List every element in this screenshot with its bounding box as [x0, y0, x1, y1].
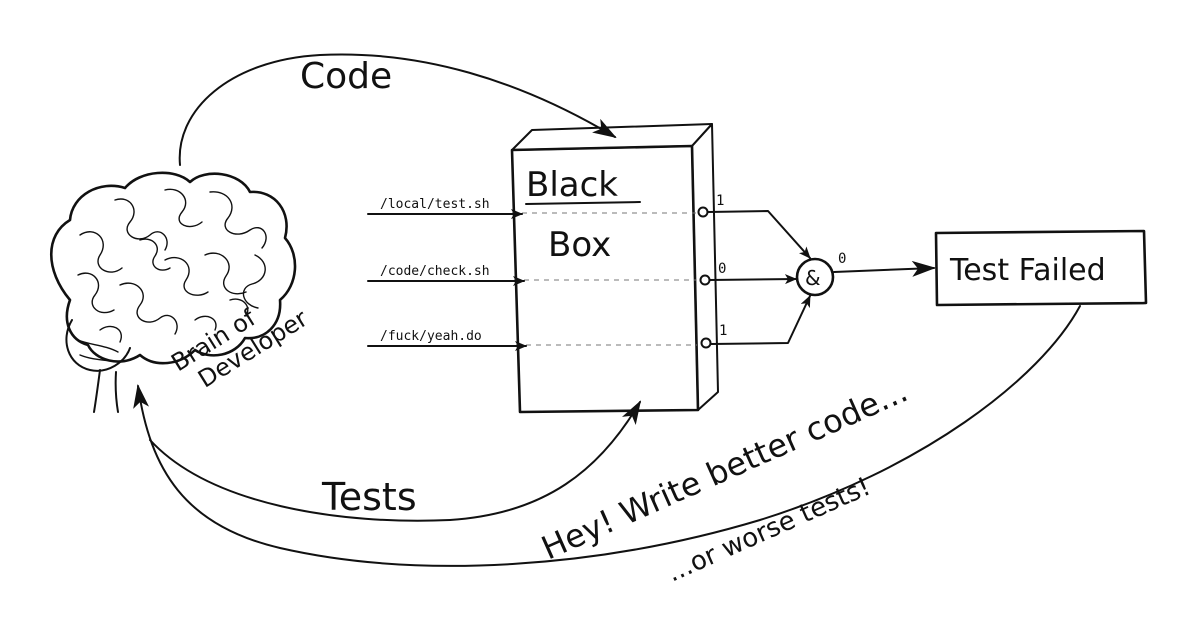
gate-output-arrow	[833, 260, 936, 277]
and-gate-symbol: &	[805, 266, 821, 290]
input-3: /fuck/yeah.do	[367, 329, 527, 351]
box-label-black: Black	[526, 165, 618, 205]
input-2: /code/check.sh	[367, 264, 525, 286]
box-label-underline	[525, 201, 641, 205]
box-label-box: Box	[548, 225, 611, 265]
input-path-label: /fuck/yeah.do	[380, 329, 482, 344]
input-path-label: /code/check.sh	[380, 264, 490, 279]
output-bit: 0	[718, 261, 726, 277]
output-3: 1	[700, 295, 811, 349]
tests-label: Tests	[321, 475, 417, 519]
gate-output-bit: 0	[838, 251, 846, 267]
test-failed-box: Test Failed	[934, 229, 1148, 307]
tests-arrow	[149, 400, 642, 522]
code-label: Code	[300, 56, 392, 97]
code-arrow	[178, 53, 617, 166]
black-box	[510, 123, 719, 414]
and-gate: &	[795, 257, 835, 297]
feedback-arrow	[133, 305, 1081, 567]
brain-drawing	[50, 171, 297, 413]
input-1: /local/test.sh	[367, 197, 523, 219]
test-failed-label: Test Failed	[949, 253, 1106, 288]
brain-label: Brain of Developer	[166, 303, 312, 393]
output-1: 1	[697, 193, 811, 259]
output-2: 0	[699, 261, 797, 286]
output-bit: 1	[716, 193, 724, 209]
output-bit: 1	[719, 323, 727, 339]
input-path-label: /local/test.sh	[380, 197, 490, 212]
